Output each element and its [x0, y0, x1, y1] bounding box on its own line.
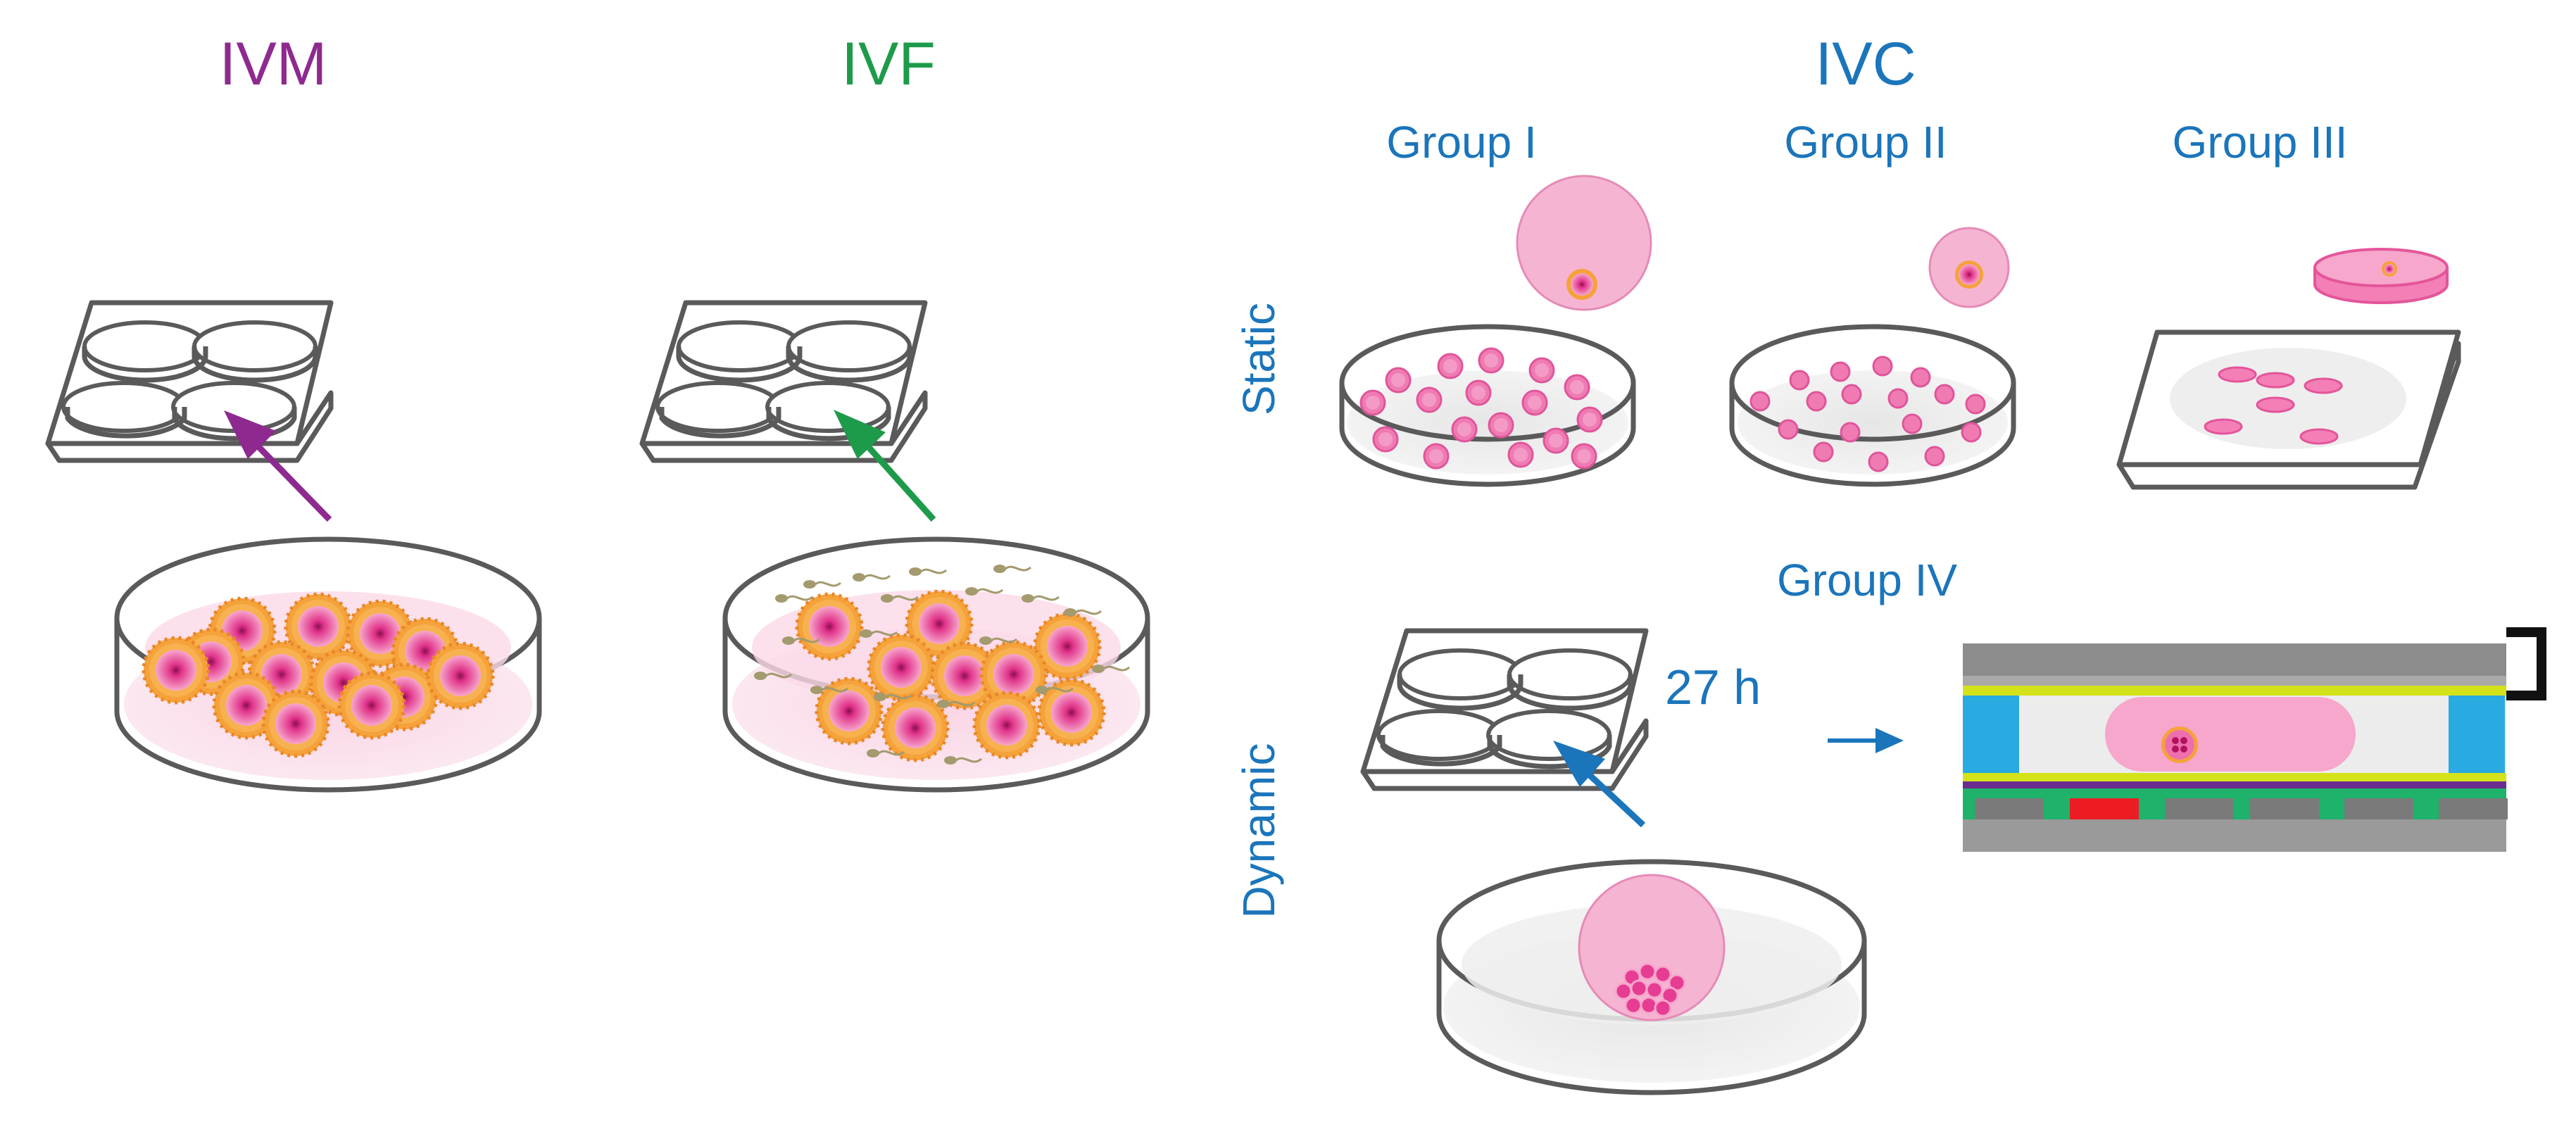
group-2-petri-dish-icon: [1729, 324, 2016, 487]
ivf-petri-dish-icon: [722, 536, 1150, 793]
group-4-arrow-icon: [1553, 741, 1646, 828]
ivm-four-well-plate-icon: [48, 303, 331, 460]
group-1-petri-dish-icon: [1339, 324, 1636, 487]
microfluidic-device-icon: [1963, 627, 2546, 852]
to-device-arrow-icon: [1828, 728, 1904, 753]
ivc-title: IVC: [1815, 30, 1916, 98]
ivf-four-well-plate-icon: [642, 303, 925, 460]
static-label: Static: [1233, 303, 1284, 415]
ivf-arrow-icon: [834, 410, 936, 522]
ivm-arrow-icon: [224, 410, 332, 522]
group-2-label: Group II: [1784, 117, 1947, 168]
ivm-title: IVM: [220, 30, 327, 98]
group-4-label: Group IV: [1777, 555, 1957, 605]
embryo-cluster: [1614, 962, 1686, 1017]
embryo-droplets: [2204, 366, 2343, 445]
group-3-droplet-dish-icon: [2313, 248, 2449, 304]
group-3-label: Group III: [2173, 117, 2348, 168]
embryo-microwells: [1749, 356, 1986, 472]
group-1-droplet-icon: [1516, 175, 1652, 311]
time-label: 27 h: [1665, 660, 1761, 715]
group-4-four-well-plate-icon: [1363, 631, 1646, 788]
ivf-title: IVF: [841, 30, 936, 98]
dynamic-label: Dynamic: [1233, 743, 1284, 919]
group-3-culture-slide-icon: [2116, 329, 2461, 490]
group-4-petri-dish-icon: [1436, 859, 1867, 1095]
group-2-droplet-icon: [1928, 227, 2010, 308]
ivm-petri-dish-icon: [114, 536, 542, 793]
group-1-label: Group I: [1386, 117, 1536, 168]
